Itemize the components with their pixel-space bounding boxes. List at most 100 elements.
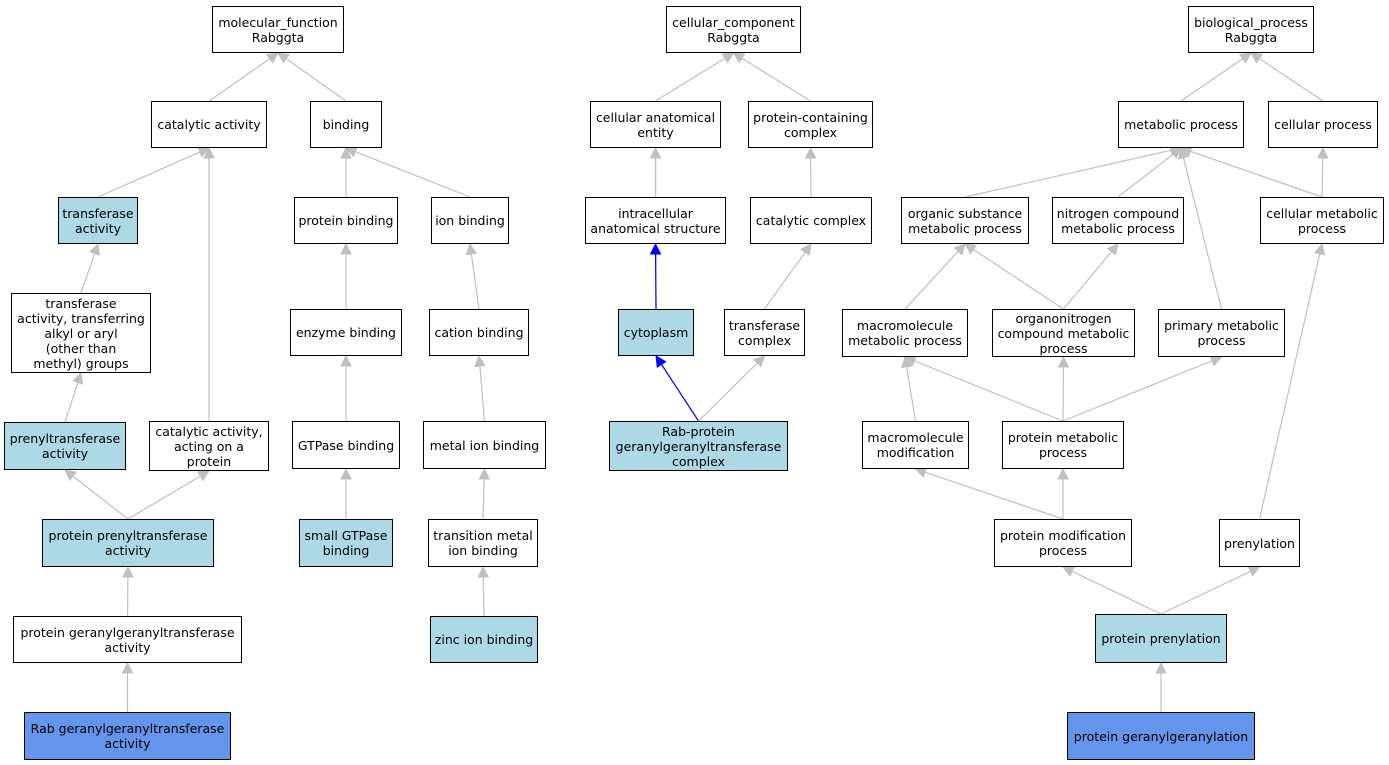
edge-transition-metal-to-metal-ion-binding	[482, 478, 485, 520]
edge-cellular-anatomical-to-cc-root	[655, 57, 726, 102]
edge-arrowhead	[1250, 52, 1263, 64]
go-term-mf-root[interactable]: molecular_function Rabggta	[212, 6, 344, 53]
edge-arrowhead	[1169, 147, 1182, 160]
edge-binding-to-mf-root	[285, 58, 347, 102]
go-term-bp-root[interactable]: biological_process Rabggta	[1188, 6, 1314, 53]
go-term-organic-substance[interactable]: organic substance metabolic process	[901, 197, 1029, 244]
go-term-metabolic-process[interactable]: metabolic process	[1118, 101, 1244, 148]
edge-arrowhead	[1209, 355, 1223, 367]
go-term-catalytic-complex[interactable]: catalytic complex	[750, 197, 872, 244]
edge-catalytic-activity-to-mf-root	[208, 58, 271, 102]
go-term-small-gtpase-binding[interactable]: small GTPase binding	[299, 519, 393, 567]
edge-protein-prenyltransferase-to-catalytic-protein	[127, 475, 201, 520]
edge-arrowhead	[721, 52, 735, 64]
go-term-macromolecule-metabolic[interactable]: macromolecule metabolic process	[842, 309, 968, 357]
go-term-prenylation[interactable]: prenylation	[1219, 519, 1300, 567]
edge-protein-prenylation-to-protein-modification	[1071, 570, 1162, 615]
go-term-catalytic-activity[interactable]: catalytic activity	[151, 101, 267, 148]
go-term-primary-metabolic[interactable]: primary metabolic process	[1158, 309, 1285, 357]
go-term-protein-metabolic[interactable]: protein metabolic process	[1002, 421, 1124, 469]
edge-arrowhead	[732, 52, 746, 64]
edge-prenyltransferase-to-transferase-alkyl	[64, 382, 79, 423]
go-term-metal-ion-binding[interactable]: metal ion binding	[423, 421, 546, 469]
go-term-protein-modification[interactable]: protein modification process	[994, 519, 1132, 567]
edge-protein-complex-to-cc-root	[741, 57, 811, 102]
edge-metal-ion-binding-to-cation-binding	[479, 365, 486, 422]
edge-protein-prenyltransferase-to-prenyltransferase	[72, 475, 129, 520]
go-term-rab-ggt[interactable]: Rab geranylgeranyltransferase activity	[24, 712, 231, 760]
edge-arrowhead	[964, 243, 977, 255]
edge-ion-binding-to-binding	[355, 151, 471, 198]
edge-cellular-metabolic-to-metabolic-process	[1190, 150, 1323, 198]
edge-arrowhead	[340, 242, 352, 255]
go-term-prenyltransferase[interactable]: prenyltransferase activity	[4, 422, 126, 470]
go-term-organonitrogen[interactable]: organonitrogen compound metabolic proces…	[992, 309, 1135, 357]
edge-arrowhead	[72, 371, 84, 385]
edge-arrowhead	[649, 242, 662, 255]
go-term-enzyme-binding[interactable]: enzyme binding	[290, 309, 402, 356]
go-term-intracellular[interactable]: intracellular anatomical structure	[585, 197, 726, 244]
go-term-macromolecule-modification[interactable]: macromolecule modification	[862, 421, 969, 469]
edge-arrowhead	[953, 243, 966, 256]
go-term-rab-ggt-complex[interactable]: Rab-protein geranylgeranyltransferase co…	[609, 421, 788, 471]
edge-zinc-ion-binding-to-transition-metal	[482, 576, 485, 617]
edge-metabolic-process-to-bp-root	[1180, 58, 1244, 102]
go-term-cytoplasm[interactable]: cytoplasm	[618, 309, 694, 356]
edge-organonitrogen-to-nitrogen-compound	[1063, 251, 1113, 310]
edge-arrowhead	[64, 469, 77, 482]
edge-arrowhead	[266, 52, 279, 64]
edge-organic-substance-to-metabolic-process	[964, 149, 1172, 198]
edge-arrowhead	[1057, 355, 1070, 368]
edge-arrowhead	[465, 242, 478, 256]
go-term-catalytic-protein[interactable]: catalytic activity, acting on a protein	[149, 421, 269, 471]
edge-macromolecule-metabolic-to-organic-substance	[904, 250, 959, 310]
edge-arrowhead	[1316, 146, 1329, 159]
edge-protein-metabolic-to-primary-metabolic	[1062, 360, 1213, 422]
go-term-protein-prenylation[interactable]: protein prenylation	[1095, 614, 1227, 663]
go-term-nitrogen-compound[interactable]: nitrogen compound metabolic process	[1052, 197, 1184, 244]
edge-protein-modification-to-macromolecule-modification	[924, 471, 1064, 520]
edge-arrowhead	[1155, 661, 1167, 674]
go-term-transferase-alkyl[interactable]: transferase activity, transferring alkyl…	[11, 293, 151, 373]
go-term-protein-ggt[interactable]: protein geranylgeranyltransferase activi…	[13, 616, 242, 663]
edge-organonitrogen-to-organic-substance	[973, 249, 1064, 310]
edge-arrowhead	[655, 355, 667, 368]
go-term-gtpase-binding[interactable]: GTPase binding	[292, 421, 400, 469]
edge-arrowhead	[1314, 242, 1326, 256]
go-term-transferase-activity[interactable]: transferase activity	[58, 197, 138, 244]
edge-transferase-complex-to-catalytic-complex	[764, 251, 806, 310]
go-term-binding[interactable]: binding	[310, 101, 382, 148]
go-term-cellular-metabolic[interactable]: cellular metabolic process	[1260, 197, 1384, 244]
go-term-cellular-anatomical[interactable]: cellular anatomical entity	[590, 101, 721, 148]
edge-layer	[64, 52, 1329, 712]
edge-arrowhead	[203, 146, 215, 159]
edge-prenylation-to-cellular-metabolic	[1258, 253, 1321, 520]
go-term-protein-gg[interactable]: protein geranylgeranylation	[1067, 712, 1255, 760]
go-term-cc-root[interactable]: cellular_component Rabggta	[666, 6, 801, 53]
edge-transferase-alkyl-to-transferase-activity	[80, 253, 96, 294]
edge-cation-binding-to-ion-binding	[470, 253, 480, 310]
go-term-protein-binding[interactable]: protein binding	[294, 197, 398, 244]
edge-arrowhead	[1247, 566, 1261, 577]
edge-arrowhead	[649, 146, 662, 159]
go-term-cation-binding[interactable]: cation binding	[429, 309, 529, 356]
edge-protein-metabolic-to-macromolecule-metabolic	[914, 360, 1064, 422]
edge-macromolecule-modification-to-macromolecule-metabolic	[906, 366, 917, 422]
go-term-protein-complex[interactable]: protein-containing complex	[748, 101, 873, 148]
edge-nitrogen-compound-to-metabolic-process	[1117, 153, 1174, 198]
go-term-protein-prenyltransferase[interactable]: protein prenyltransferase activity	[42, 519, 214, 567]
go-term-transition-metal[interactable]: transition metal ion binding	[428, 519, 538, 567]
edge-arrowhead	[474, 354, 486, 367]
go-term-ion-binding[interactable]: ion binding	[431, 197, 509, 244]
edge-cellular-process-to-bp-root	[1258, 58, 1324, 102]
edge-arrowhead	[1061, 566, 1075, 577]
edge-rab-ggt-complex-to-cytoplasm	[660, 364, 700, 422]
edge-arrowhead	[477, 565, 490, 578]
go-term-zinc-ion-binding[interactable]: zinc ion binding	[430, 616, 538, 663]
edge-rab-ggt-complex-to-transferase-complex	[698, 362, 758, 422]
go-term-transferase-complex[interactable]: transferase complex	[724, 309, 805, 356]
go-term-cellular-process[interactable]: cellular process	[1268, 101, 1378, 148]
edge-primary-metabolic-to-metabolic-process	[1182, 157, 1223, 310]
edge-arrowhead	[340, 467, 352, 480]
